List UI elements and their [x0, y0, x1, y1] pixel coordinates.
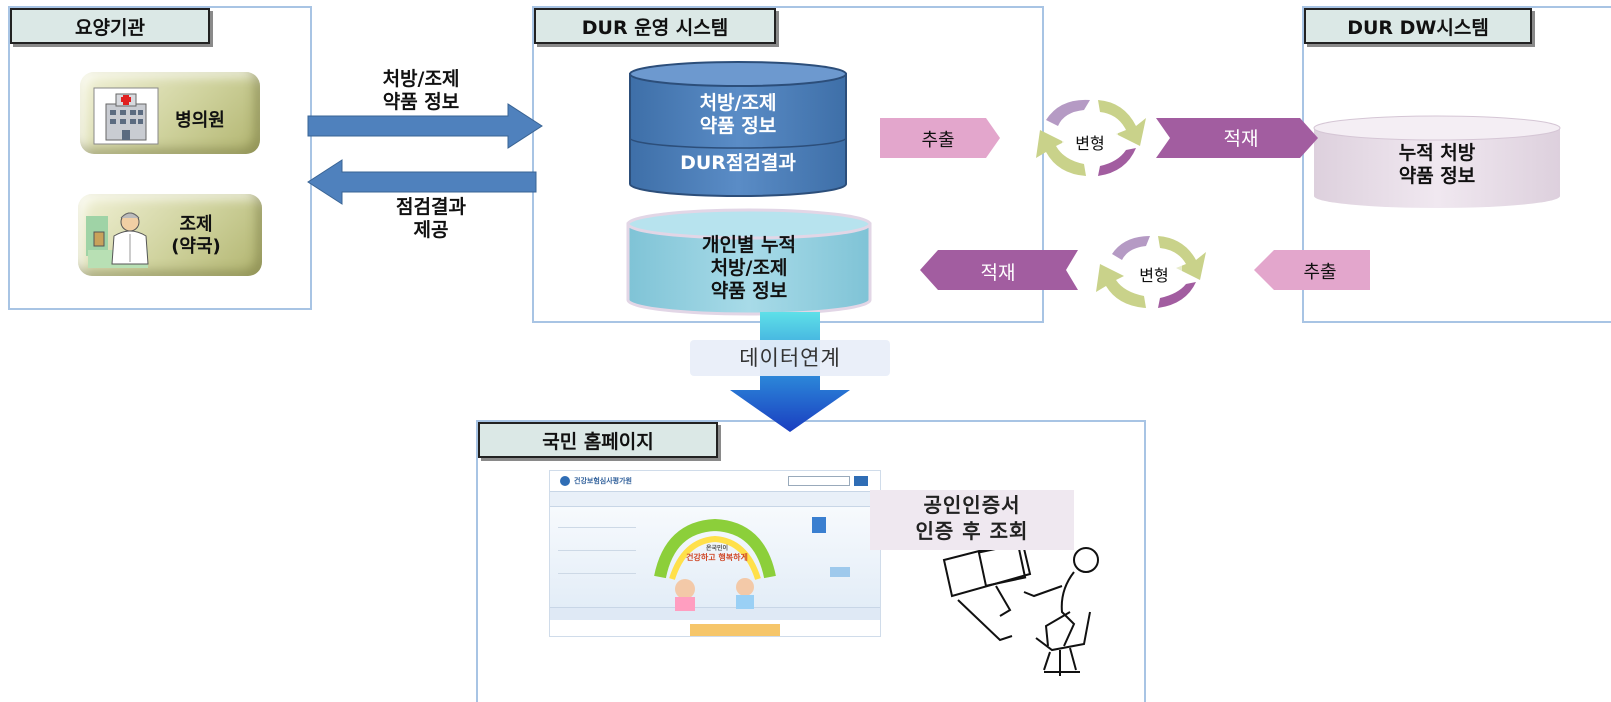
- accum-db-line1: 개인별 누적: [701, 234, 796, 256]
- pharmacy-label-line1: 조제: [179, 214, 213, 235]
- homepage-slogan-line2: 건강하고 행복하게: [686, 553, 748, 562]
- send-label-line2: 약품 정보: [382, 91, 460, 114]
- homepage-slogan: 온국민이 건강하고 행복하게: [662, 543, 772, 563]
- dw-db-line2: 약품 정보: [1398, 164, 1476, 187]
- dur-dw-tag: DUR DW시스템: [1304, 8, 1532, 44]
- homepage-search-button[interactable]: [854, 476, 868, 486]
- bottom-load-label: 적재: [980, 262, 1016, 284]
- auth-note-line2: 인증 후 조회: [915, 519, 1029, 543]
- bottom-extract-label: 추출: [1303, 262, 1337, 283]
- dur-db-text-top: 처방/조제 약품 정보: [632, 92, 844, 138]
- accum-db-line2: 처방/조제: [710, 256, 788, 279]
- homepage-logo-icon: [560, 476, 570, 486]
- top-load-arrow: [1156, 118, 1318, 158]
- homepage-left-menu: [558, 515, 636, 599]
- dur-db-result: DUR점검결과: [680, 152, 796, 174]
- homepage-slogan-line1: 온국민이: [705, 545, 729, 552]
- data-link-label: 데이터연계: [690, 340, 890, 376]
- top-extract-label: 추출: [921, 130, 955, 151]
- send-arrow: [307, 103, 543, 149]
- pharmacy-label-line2: (약국): [171, 235, 221, 257]
- homepage-body: 온국민이 건강하고 행복하게: [550, 507, 880, 611]
- hospital-icon: [93, 87, 159, 145]
- hospital-label: 병의원: [175, 110, 225, 131]
- accum-db-line3: 약품 정보: [710, 279, 788, 302]
- pharmacy-label: 조제 (약국): [156, 214, 236, 258]
- user-computer-icon: [942, 538, 1099, 676]
- homepage-search-box[interactable]: [788, 476, 850, 486]
- bottom-load-arrow: [920, 250, 1078, 290]
- send-label: 처방/조제 약품 정보: [356, 68, 486, 114]
- top-load-label: 적재: [1223, 128, 1259, 150]
- top-extract-arrow: [880, 118, 1000, 158]
- bottom-transform-label: 변형: [1126, 262, 1182, 286]
- homepage-header: 건강보험심사평가원: [550, 471, 880, 492]
- dur-ops-tag: DUR 운영 시스템: [534, 8, 776, 44]
- homepage-quicklinks: [550, 607, 880, 620]
- institution-tag: 요양기관: [10, 8, 210, 44]
- accumulated-db: [626, 208, 872, 316]
- diagram-graphics: [307, 61, 1561, 676]
- return-label: 점검결과 제공: [376, 196, 486, 242]
- pharmacist-icon: [86, 206, 158, 270]
- top-transform-label: 변형: [1062, 130, 1118, 154]
- homepage-footer-banner: [690, 624, 780, 636]
- top-cycle-icon: [1036, 99, 1146, 176]
- dur-db-line2: 약품 정보: [699, 114, 777, 137]
- homepage-screenshot: 건강보험심사평가원 온국민이 건강하고 행복하게: [549, 470, 881, 637]
- send-label-line1: 처방/조제: [382, 68, 460, 90]
- homepage-footer: [550, 620, 880, 636]
- dw-db-text: 누적 처방 약품 정보: [1330, 142, 1544, 188]
- homepage-nav: [550, 492, 880, 507]
- auth-note-line1: 공인인증서: [923, 493, 1021, 517]
- dw-db: [1313, 115, 1561, 208]
- dw-db-line1: 누적 처방: [1398, 142, 1476, 164]
- dur-db-line1: 처방/조제: [699, 92, 777, 114]
- bottom-cycle-icon: [1096, 236, 1206, 308]
- homepage-banner-graphic: [654, 517, 850, 611]
- dur-result-db: [629, 61, 847, 197]
- portal-tag: 국민 홈페이지: [478, 422, 718, 458]
- return-label-line2: 제공: [413, 219, 449, 242]
- return-arrow: [307, 159, 537, 205]
- homepage-logo: 건강보험심사평가원: [574, 477, 632, 485]
- return-label-line1: 점검결과: [396, 196, 466, 218]
- accum-db-text: 개인별 누적 처방/조제 약품 정보: [630, 234, 868, 302]
- bottom-extract-arrow: [1254, 250, 1370, 290]
- auth-note: 공인인증서 인증 후 조회: [870, 490, 1074, 550]
